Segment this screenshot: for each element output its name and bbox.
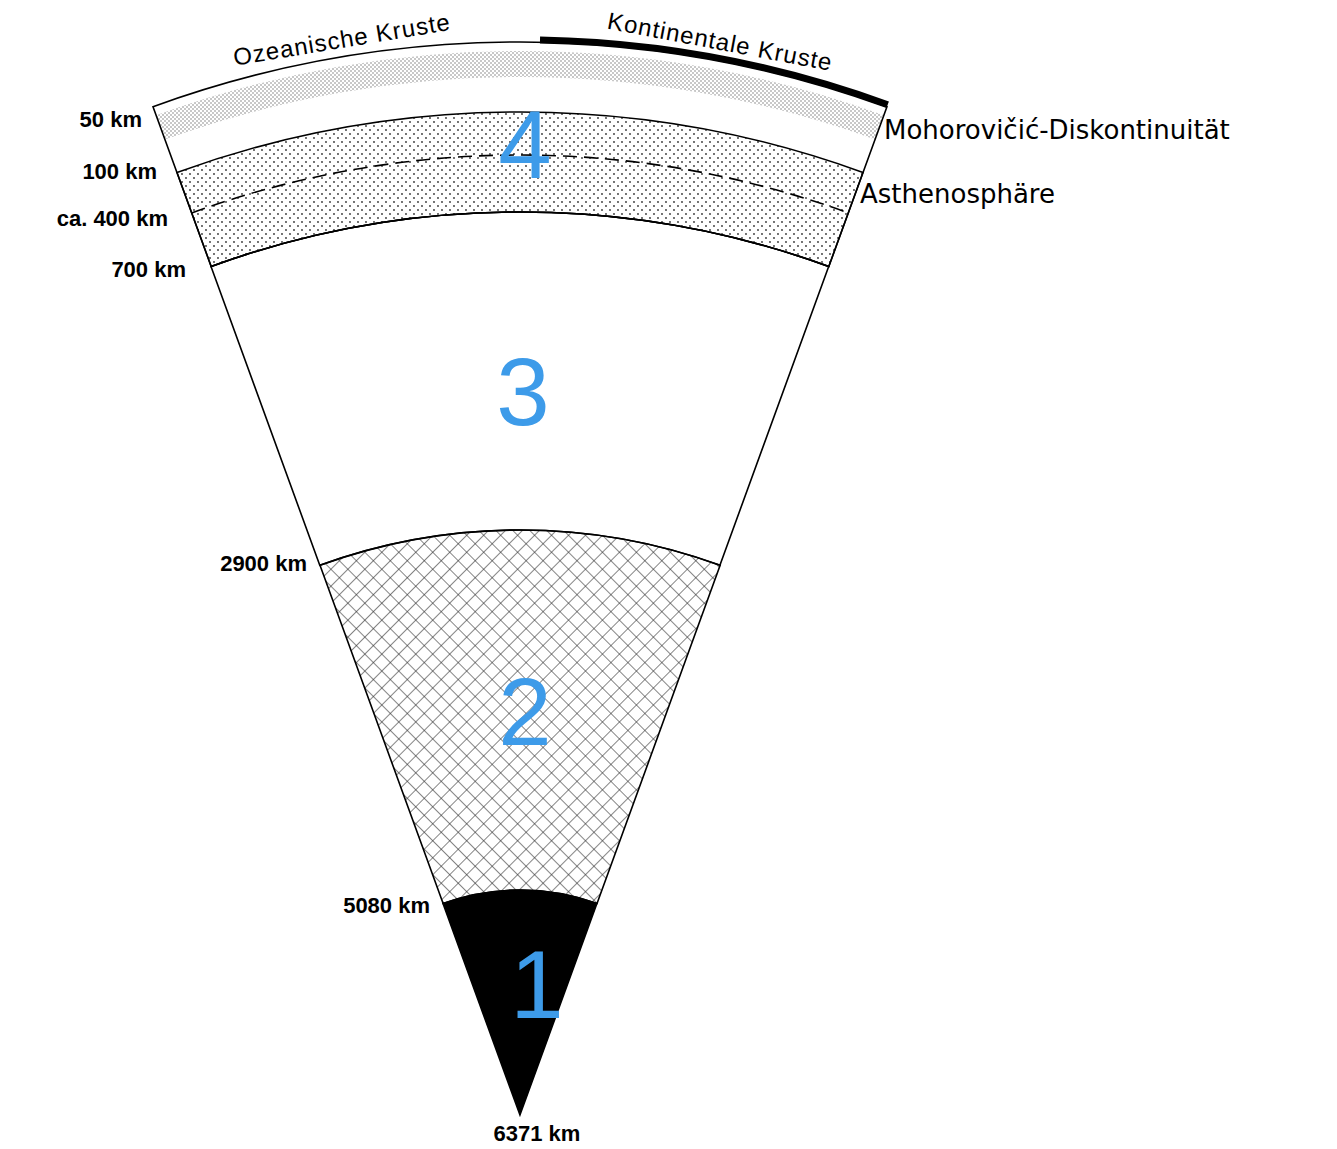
band-border xyxy=(443,890,597,1115)
band-border xyxy=(320,530,720,904)
band-border xyxy=(211,212,829,565)
depth-label: 100 km xyxy=(82,160,157,184)
layer-number: 3 xyxy=(496,344,549,440)
layer-band: 4 xyxy=(149,38,891,270)
depth-label: ca. 400 km xyxy=(57,207,168,231)
boundary-label: Mohorovičić-Diskontinuität xyxy=(884,116,1230,145)
layer-number: 1 xyxy=(510,937,563,1033)
depth-label: 2900 km xyxy=(220,552,307,576)
layer-band: 2 xyxy=(316,526,724,908)
inner-core-fill xyxy=(443,890,597,1115)
depth-label: 50 km xyxy=(80,108,142,132)
depth-label: 700 km xyxy=(111,258,186,282)
layer-label: Asthenosphäre xyxy=(860,180,1055,209)
layer-number: 2 xyxy=(498,664,551,760)
depth-label: 5080 km xyxy=(343,894,430,918)
depth-label: 6371 km xyxy=(494,1122,581,1146)
outer-core-fill xyxy=(320,530,720,904)
layer-band: 1 xyxy=(439,886,601,1119)
layer-number: 4 xyxy=(498,97,551,193)
layer-band: 3 xyxy=(207,208,833,569)
band-border xyxy=(153,42,887,266)
